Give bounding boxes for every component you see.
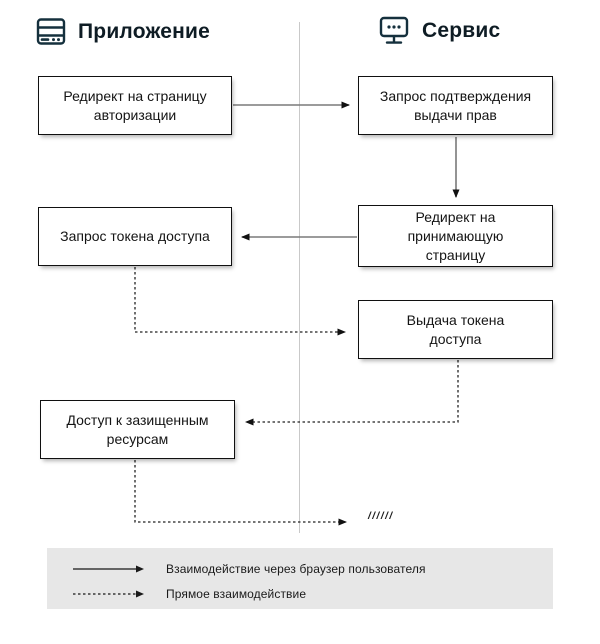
node-token-request: Запрос токена доступа bbox=[38, 207, 232, 266]
node-token-issue: Выдача токена доступа bbox=[358, 300, 553, 359]
solid-arrow-icon bbox=[73, 565, 144, 573]
node-redirect-landing: Редирект на принимающую страницу bbox=[358, 205, 553, 267]
arrow-resource-access-continuation bbox=[134, 460, 347, 526]
arrow-token-request-to-token-issue bbox=[134, 267, 346, 336]
legend: Взаимодействие через браузер пользовател… bbox=[47, 548, 553, 609]
legend-row-browser: Взаимодействие через браузер пользовател… bbox=[72, 562, 553, 576]
app-column-header: Приложение bbox=[36, 16, 210, 47]
legend-label-direct: Прямое взаимодействие bbox=[166, 587, 307, 601]
app-column-title: Приложение bbox=[78, 19, 211, 43]
node-redirect-auth: Редирект на страницу авторизации bbox=[38, 76, 232, 135]
monitor-icon bbox=[378, 14, 410, 47]
dotted-arrow-icon bbox=[73, 590, 144, 598]
legend-row-direct: Прямое взаимодействие bbox=[72, 587, 553, 601]
service-column-header: Сервис bbox=[378, 14, 500, 47]
arrow-token-issue-to-resource-access bbox=[245, 360, 459, 426]
server-icon bbox=[36, 16, 66, 47]
node-resource-access: Доступ к зазищенным ресурсам bbox=[40, 400, 235, 459]
legend-label-browser: Взаимодействие через браузер пользовател… bbox=[166, 562, 426, 576]
node-confirm-request: Запрос подтверждения выдачи прав bbox=[358, 76, 553, 135]
continuation-marks: ////// bbox=[368, 511, 394, 522]
service-column-title: Сервис bbox=[422, 18, 501, 42]
